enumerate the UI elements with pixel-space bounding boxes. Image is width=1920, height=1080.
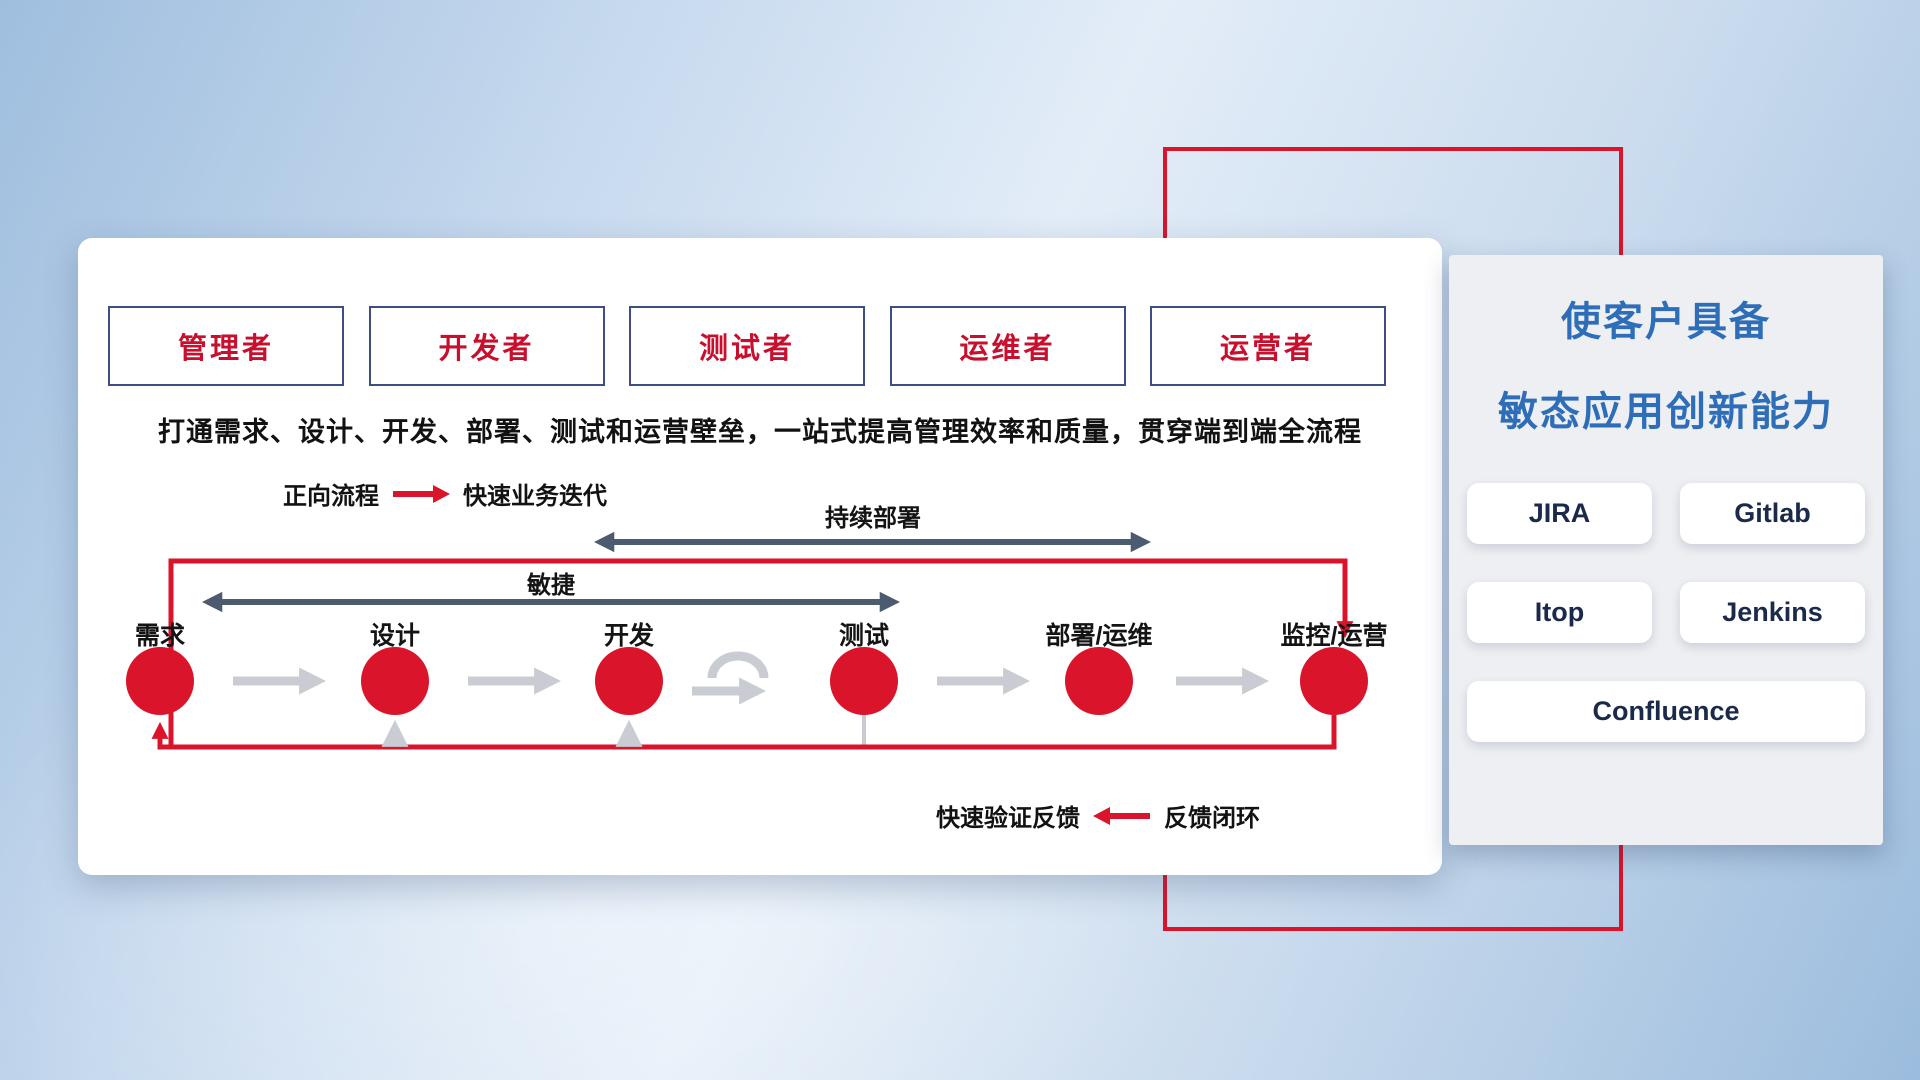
role-label: 运营者 <box>1219 333 1316 365</box>
stage-label: 部署/运维 <box>1046 621 1153 650</box>
stage-node-develop <box>595 647 663 715</box>
flow-diagram: 持续部署 敏捷 <box>126 504 1388 750</box>
legend-forward-label: 正向流程 <box>283 483 379 510</box>
tool-itop: Itop <box>1467 582 1652 643</box>
cd-label: 持续部署 <box>825 504 921 532</box>
panel-title-line-1: 使客户具备 <box>1561 300 1771 344</box>
stage-node-deploy-ops <box>1065 647 1133 715</box>
tool-confluence: Confluence <box>1467 681 1865 742</box>
stage-label: 设计 <box>370 622 420 650</box>
stage-label: 开发 <box>604 621 654 650</box>
legend-forward-desc: 快速业务迭代 <box>463 483 607 510</box>
legend-forward: 正向流程 快速业务迭代 <box>283 476 607 511</box>
tool-gitlab: Gitlab <box>1680 483 1865 544</box>
tool-jenkins: Jenkins <box>1680 582 1865 643</box>
feedback-loop-line <box>151 715 1337 750</box>
tool-jira: JIRA <box>1467 483 1652 544</box>
agile-label: 敏捷 <box>526 572 575 599</box>
role-label: 开发者 <box>438 333 535 365</box>
stage-label: 测试 <box>839 622 889 650</box>
left-arrow-icon <box>1093 806 1150 825</box>
stage-node-requirement <box>126 647 194 715</box>
stage-node-test <box>830 647 898 715</box>
roles-row: 管理者 开发者 测试者 运维者 运营者 <box>108 306 1386 386</box>
role-box-developer: 开发者 <box>368 306 605 386</box>
role-box-manager: 管理者 <box>108 306 344 386</box>
iteration-loop-icon <box>692 651 769 705</box>
stage-node-design <box>361 647 429 715</box>
capability-panel: 使客户具备 敏态应用创新能力 JIRA Gitlab Itop Jenkins … <box>1449 255 1883 845</box>
tools-grid: JIRA Gitlab Itop Jenkins Confluence <box>1467 483 1865 742</box>
panel-title-line-2: 敏态应用创新能力 <box>1498 390 1834 434</box>
right-arrow-icon <box>393 484 450 503</box>
subtitle: 打通需求、设计、开发、部署、测试和运营壁垒，一站式提高管理效率和质量，贯穿端到端… <box>158 417 1362 447</box>
role-label: 测试者 <box>698 333 795 365</box>
legend-feedback: 快速验证反馈 反馈闭环 <box>936 798 1260 833</box>
stage-label: 监控/运营 <box>1281 622 1388 650</box>
role-box-ops: 运维者 <box>889 306 1126 386</box>
role-label: 管理者 <box>177 333 274 365</box>
stage-label: 需求 <box>135 622 185 650</box>
role-label: 运维者 <box>959 333 1056 365</box>
legend-feedback-desc: 快速验证反馈 <box>936 805 1080 832</box>
role-box-tester: 测试者 <box>629 306 865 386</box>
stage-node-monitor <box>1300 647 1368 715</box>
forward-loop-line <box>168 558 1354 747</box>
role-box-operator: 运营者 <box>1150 306 1386 386</box>
devops-flow-card: 管理者 开发者 测试者 运维者 运营者 打通需求、设计、开发、部署、测试和运营壁… <box>78 238 1442 875</box>
legend-feedback-label: 反馈闭环 <box>1164 805 1260 832</box>
